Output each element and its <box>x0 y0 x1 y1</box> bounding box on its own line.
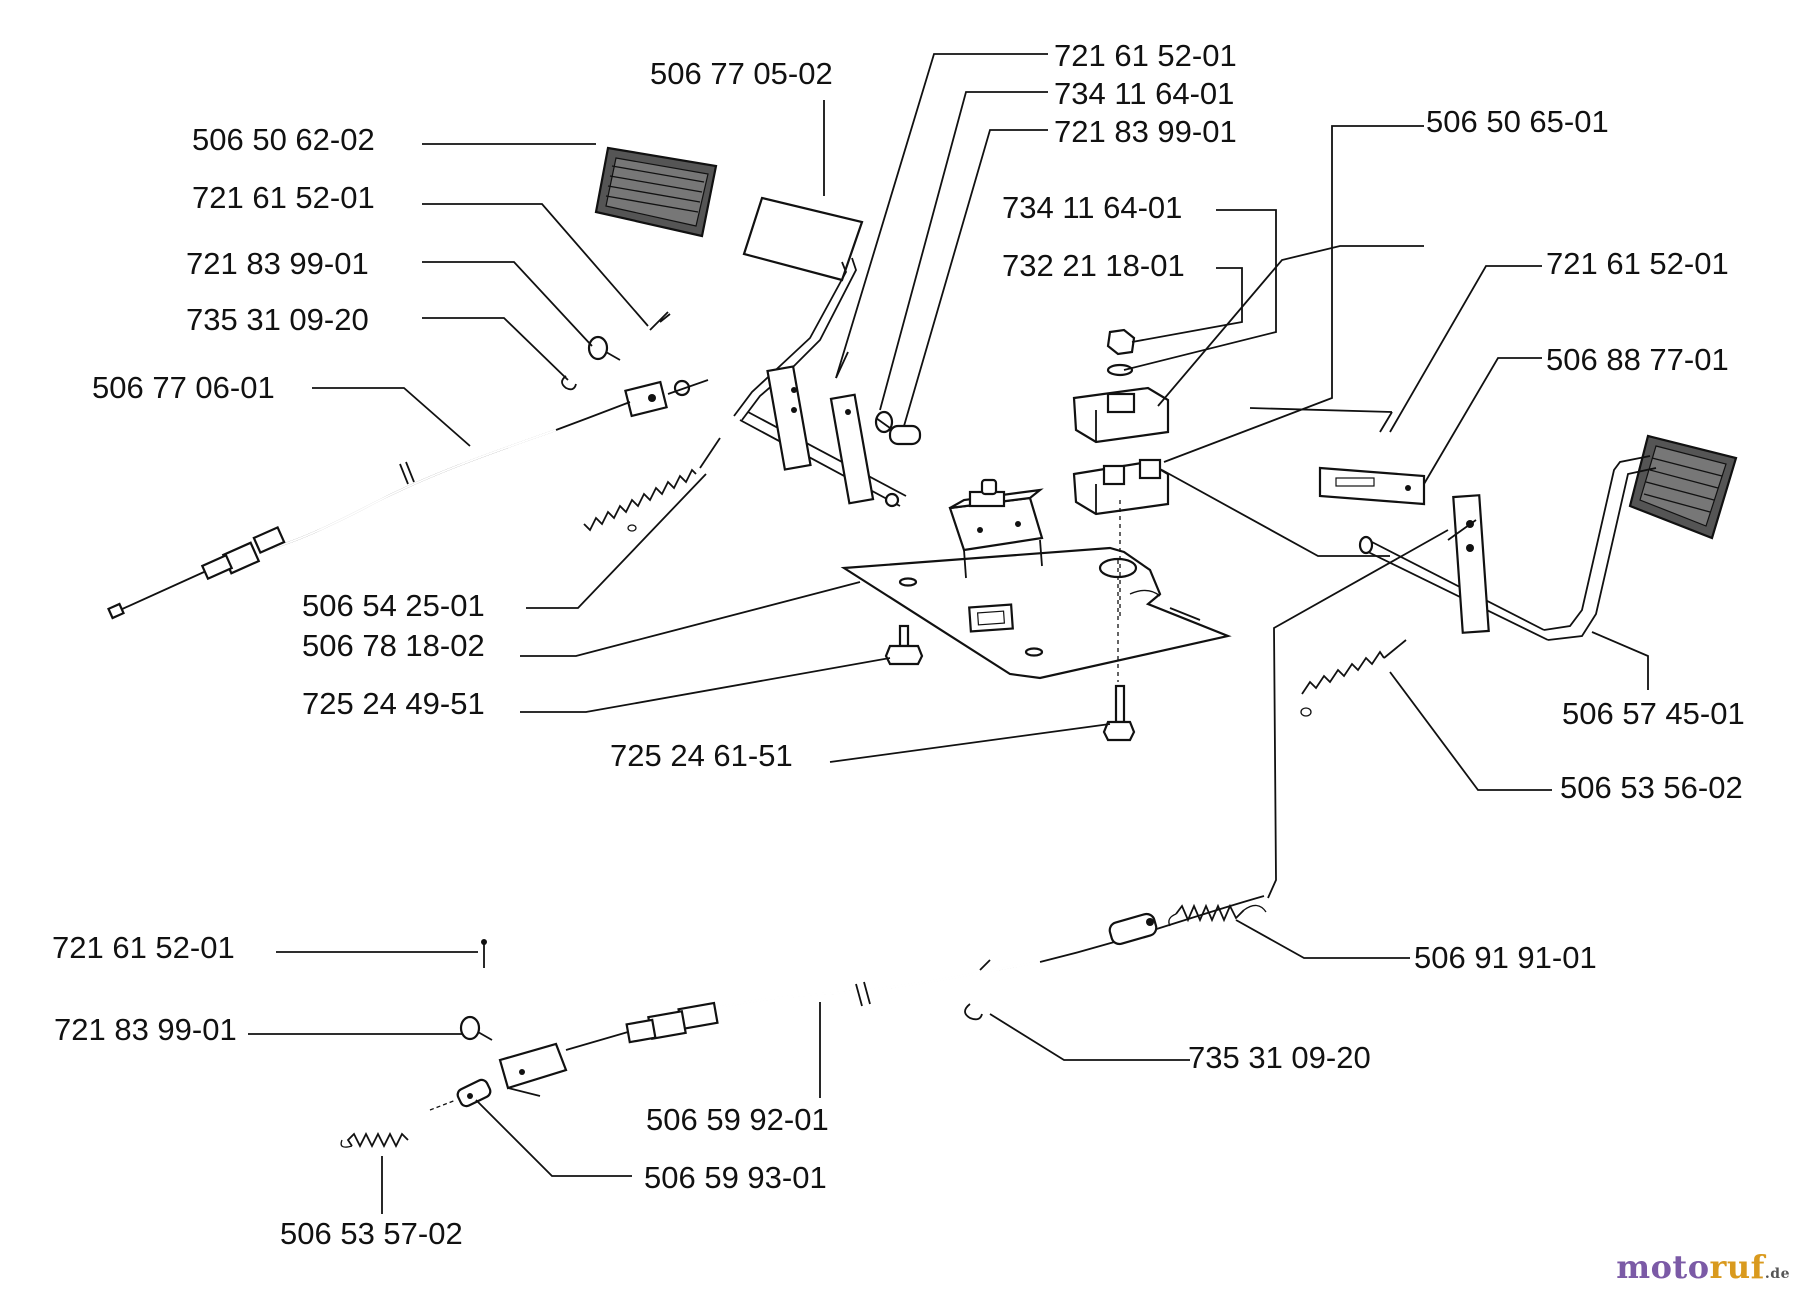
part-label: 506 59 92-01 <box>646 1102 829 1137</box>
part-label: 735 31 09-20 <box>186 302 369 337</box>
watermark-text-part1: moto <box>1616 1248 1710 1286</box>
part-label: 721 61 52-01 <box>52 930 235 965</box>
part-label: 725 24 61-51 <box>610 738 793 773</box>
mounting-plate <box>840 546 1232 680</box>
right-pedal-spring <box>1300 519 1477 717</box>
part-label: 506 88 77-01 <box>1546 342 1729 377</box>
right-pedal-assembly <box>1318 411 1738 641</box>
watermark-suffix: .de <box>1764 1266 1790 1282</box>
left-throttle-cable <box>107 401 631 620</box>
lower-brake-cable <box>498 895 1265 1097</box>
part-label: 506 54 25-01 <box>302 588 485 623</box>
part-label: 506 53 56-02 <box>1560 770 1743 805</box>
plate-switch <box>948 478 1044 579</box>
leader-lines <box>248 53 1649 1214</box>
plate-bolts <box>884 560 1136 742</box>
part-label: 506 57 45-01 <box>1562 696 1745 731</box>
part-label: 721 61 52-01 <box>192 180 375 215</box>
part-label: 506 77 05-02 <box>650 56 833 91</box>
part-label: 506 53 57-02 <box>280 1216 463 1251</box>
part-label: 506 77 06-01 <box>92 370 275 405</box>
part-label: 735 31 09-20 <box>1188 1040 1371 1075</box>
part-label: 506 50 62-02 <box>192 122 375 157</box>
part-label: 721 83 99-01 <box>54 1012 237 1047</box>
part-label: 506 50 65-01 <box>1426 104 1609 139</box>
part-label: 734 11 64-01 <box>1002 190 1182 225</box>
lower-spring-right <box>1168 903 1267 927</box>
part-label: 721 83 99-01 <box>1054 114 1237 149</box>
part-label: 721 61 52-01 <box>1546 246 1729 281</box>
part-label: 506 91 91-01 <box>1414 940 1597 975</box>
watermark-text-part2: ruf <box>1709 1248 1765 1286</box>
part-label: 506 59 93-01 <box>644 1160 827 1195</box>
lower-small-parts <box>340 939 493 1149</box>
left-small-parts <box>561 311 709 418</box>
arm-bolt <box>874 410 922 446</box>
part-label: 734 11 64-01 <box>1054 76 1234 111</box>
left-pedal-pad <box>594 146 718 238</box>
site-watermark: motoruf.de <box>1616 1248 1790 1286</box>
left-pedal-arm <box>733 196 907 508</box>
blocks-assembly <box>1072 328 1170 620</box>
part-label: 732 21 18-01 <box>1002 248 1185 283</box>
part-label: 721 61 52-01 <box>1054 38 1237 73</box>
part-label: 506 78 18-02 <box>302 628 485 663</box>
part-label: 725 24 49-51 <box>302 686 485 721</box>
part-number-labels: 506 77 05-02 721 61 52-01 734 11 64-01 7… <box>52 38 1745 1251</box>
left-pedal-spring <box>583 437 721 532</box>
part-label: 721 83 99-01 <box>186 246 369 281</box>
parts-illustration <box>107 146 1738 1149</box>
